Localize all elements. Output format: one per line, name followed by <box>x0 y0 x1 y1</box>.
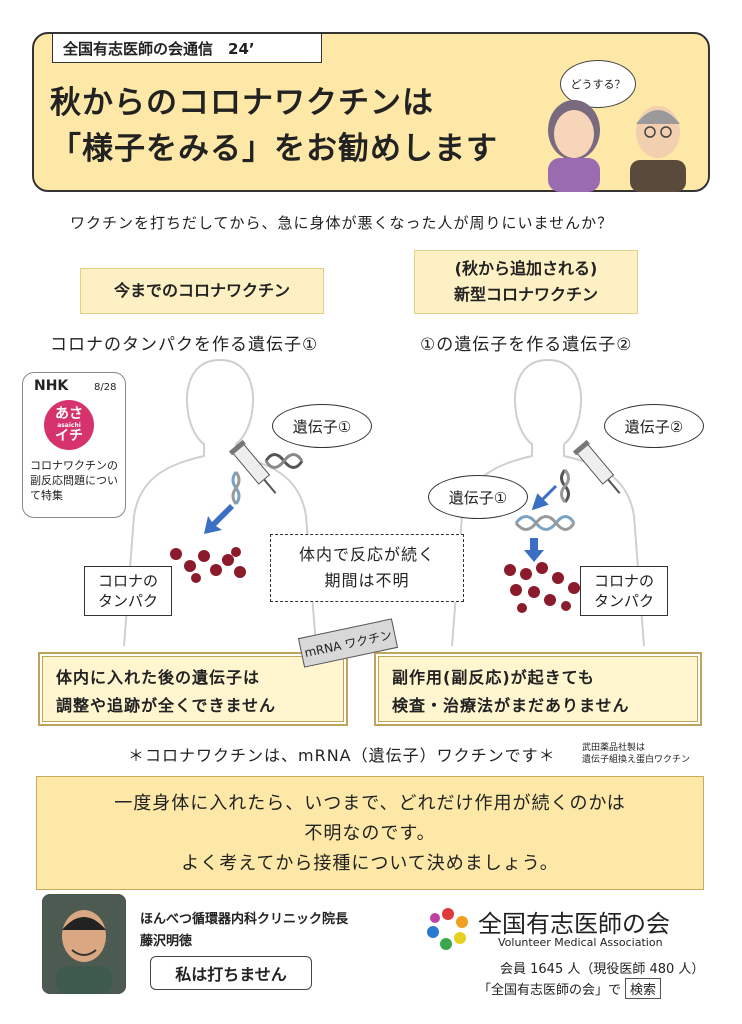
right-dna-icon-2 <box>514 515 576 531</box>
thought-bubble: どうする？ <box>560 60 636 108</box>
org-logo-icon <box>427 908 468 950</box>
man-glasses-right <box>660 126 672 138</box>
nhk-caption: コロナワクチンの副反応問題について特集 <box>30 459 118 502</box>
right-heading-line-2: 新型コロナワクチン <box>453 285 598 304</box>
intro-question: ワクチンを打ちだしてから、急に身体が悪くなった人が周りにいませんか？ <box>70 214 614 232</box>
woman-body <box>548 158 600 192</box>
left-dna-icon-1 <box>264 453 304 469</box>
woman-face <box>554 110 594 158</box>
left-warning-line-2: 調整や追跡が全くできません <box>56 696 277 715</box>
left-dna-icon-2 <box>231 471 241 505</box>
left-protein-line-1: コロナの <box>97 572 158 590</box>
right-warning-line-1: 副作用(副反応)が起きても <box>392 668 595 687</box>
conclusion-line-3: よく考えてから接種について決めましょう。 <box>181 853 559 874</box>
headline-line-1: 秋からのコロナワクチンは <box>50 85 434 121</box>
left-syringe-icon <box>228 439 277 494</box>
man-glasses-left <box>644 126 656 138</box>
right-arrow-icon-2 <box>524 538 544 562</box>
org-name-en: Volunteer Medical Association <box>498 936 663 949</box>
headline-line-2: 「様子をみる」をお勧めします <box>50 131 498 167</box>
left-protein-cluster <box>170 547 246 583</box>
newsletter-tag: 全国有志医師の会通信 24’ <box>52 33 322 63</box>
takeda-note-line-1: 武田薬品社製は <box>582 743 646 753</box>
nhk-date: 8/28 <box>94 382 117 393</box>
right-warning-line-2: 検査・治療法がまだありません <box>392 696 630 715</box>
search-hint: 「全国有志医師の会」で 検索 <box>478 978 662 999</box>
left-column-heading: 今までのコロナワクチン <box>80 268 324 314</box>
doctor-name: 藤沢明徳 <box>140 934 193 949</box>
member-count: 会員 1645 人（現役医師 480 人） <box>500 962 705 977</box>
man-body <box>630 160 686 192</box>
right-warning-box: 副作用(副反応)が起きても 検査・治療法がまだありません <box>374 652 702 726</box>
left-protein-label: コロナのタンパク <box>84 566 172 616</box>
org-name: 全国有志医師の会 <box>478 910 670 938</box>
duration-line-2: 期間は不明 <box>324 571 410 590</box>
right-protein-cluster <box>504 562 580 613</box>
left-warning-line-1: 体内に入れた後の遺伝子は <box>56 668 261 687</box>
takeda-note-line-2: 遺伝子組換え蛋白ワクチン <box>582 755 691 765</box>
conclusion-line-2: 不明なのです。 <box>304 823 436 844</box>
duration-unknown-box: 体内で反応が続く期間は不明 <box>270 534 464 602</box>
right-arrow-icon-1 <box>532 484 558 510</box>
right-dna-icon-1 <box>560 469 570 503</box>
asaichi-logo-bottom: イチ <box>55 427 83 444</box>
conclusion-line-1: 一度身体に入れたら、いつまで、どれだけ作用が続くのかは <box>114 793 626 814</box>
right-column-heading: (秋から追加される) 新型コロナワクチン <box>414 250 638 314</box>
headline: 秋からのコロナワクチンは 「様子をみる」をお勧めします <box>50 80 530 172</box>
left-arrow-icon <box>204 504 234 534</box>
nhk-label: NHK <box>34 378 69 394</box>
doctor-avatar-icon <box>42 894 126 994</box>
search-prefix: 「全国有志医師の会」で <box>478 983 622 998</box>
right-protein-line-1: コロナの <box>593 572 654 590</box>
right-protein-line-2: タンパク <box>593 592 654 610</box>
right-gene2-bubble: 遺伝子② <box>604 404 704 448</box>
man-hair <box>636 110 680 124</box>
right-heading-line-1: (秋から追加される) <box>454 259 598 278</box>
duration-line-1: 体内で反応が続く <box>298 545 435 564</box>
doctor-photo <box>42 894 126 994</box>
left-warning-box: 体内に入れた後の遺伝子は 調整や追跡が全くできません <box>38 652 348 726</box>
left-protein-line-2: タンパク <box>97 592 158 610</box>
conclusion-box: 一度身体に入れたら、いつまで、どれだけ作用が続くのかは 不明なのです。 よく考え… <box>36 776 704 890</box>
right-gene1-bubble: 遺伝子① <box>428 475 528 519</box>
left-gene-caption: コロナのタンパクを作る遺伝子① <box>50 335 319 355</box>
asaichi-logo-small: asaichi <box>57 421 81 429</box>
doctor-quote-bubble: 私は打ちません <box>150 956 312 990</box>
asaichi-logo-top: あさ <box>55 405 83 422</box>
doctor-title: ほんべつ循環器内科クリニック院長 <box>140 912 349 927</box>
takeda-note: 武田薬品社製は 遺伝子組換え蛋白ワクチン <box>582 742 732 766</box>
left-gene1-bubble: 遺伝子① <box>272 404 372 448</box>
right-gene-caption: ①の遺伝子を作る遺伝子② <box>420 335 633 355</box>
asaichi-logo: あさ asaichi イチ <box>44 400 94 450</box>
mrna-note: ＊コロナワクチンは、mRNA（遺伝子）ワクチンです＊ <box>128 746 556 765</box>
right-syringe-icon <box>572 439 621 494</box>
search-button: 検索 <box>625 978 662 999</box>
elderly-couple-illustration <box>548 100 686 192</box>
right-protein-label: コロナのタンパク <box>580 566 668 616</box>
